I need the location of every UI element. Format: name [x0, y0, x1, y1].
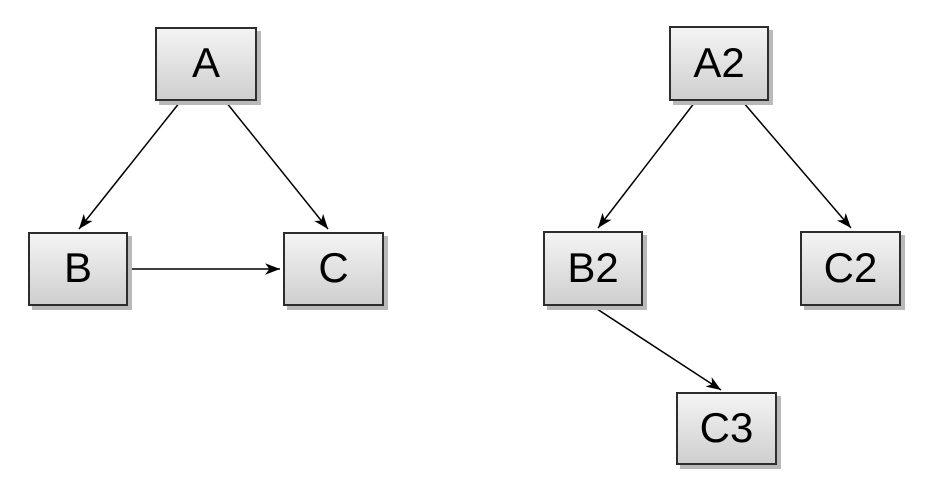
node-label-C3: C3: [699, 403, 754, 451]
edge-A-B: [78, 101, 181, 230]
edge-B2-C3: [593, 306, 722, 391]
node-A2[interactable]: A2: [669, 26, 769, 101]
node-A[interactable]: A: [155, 27, 257, 101]
node-C3[interactable]: C3: [676, 392, 777, 465]
node-label-B2: B2: [567, 243, 619, 291]
edge-A2-C2: [742, 101, 852, 229]
edge-A2-B2: [597, 101, 696, 229]
node-C2[interactable]: C2: [800, 231, 901, 306]
node-C[interactable]: C: [283, 232, 384, 306]
node-label-C: C: [318, 244, 349, 291]
node-label-B: B: [63, 244, 92, 291]
node-B[interactable]: B: [28, 232, 128, 306]
node-label-C2: C2: [823, 243, 878, 291]
node-label-A: A: [191, 39, 220, 86]
node-label-A2: A2: [693, 38, 745, 86]
node-B2[interactable]: B2: [543, 231, 643, 306]
edge-A-C: [225, 101, 329, 230]
